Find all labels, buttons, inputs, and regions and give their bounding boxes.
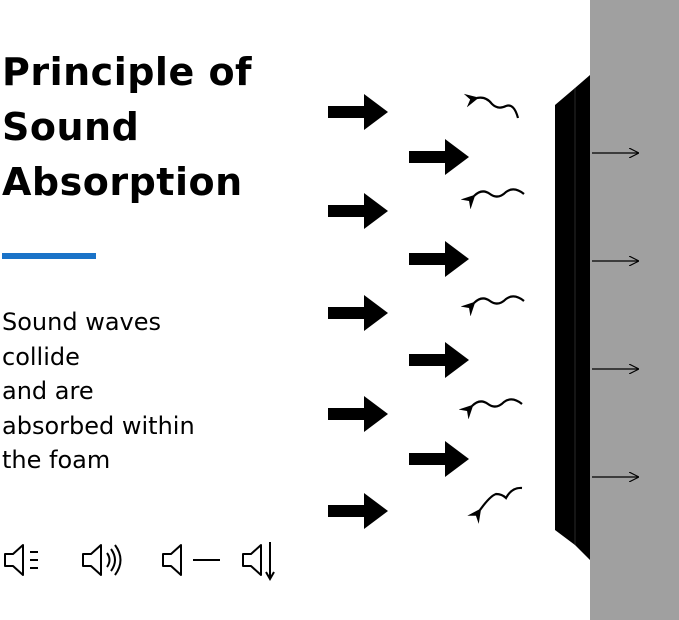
speaker-dash-icon: [162, 544, 220, 576]
reflected-wave-arrow: [460, 188, 525, 210]
speaker-down-icon: [242, 542, 275, 582]
description-line-2: collide: [2, 342, 80, 371]
description-line-3: and are: [2, 377, 94, 405]
incident-arrow: [328, 94, 388, 130]
title-line-2: Sound: [2, 105, 140, 149]
reflected-wave-arrow: [467, 486, 523, 524]
incident-arrow: [409, 441, 469, 477]
description-text: Sound waves collide and are absorbed wit…: [2, 305, 195, 478]
reflected-wave-arrow: [460, 295, 525, 317]
incident-arrow: [409, 139, 469, 175]
title-line-3: Absorption: [2, 160, 243, 204]
speaker-muted-icon: [4, 544, 38, 576]
description-line-1: Sound waves: [2, 308, 162, 336]
title-line-1: Principle of: [2, 50, 253, 94]
reflected-wave-arrow: [463, 93, 520, 119]
accent-divider: [2, 253, 96, 259]
incident-arrow: [328, 396, 388, 432]
incident-arrow: [328, 493, 388, 529]
foam-panel: [555, 75, 590, 560]
incident-arrow: [328, 193, 388, 229]
reflected-wave-arrow: [458, 398, 523, 420]
incident-arrow: [328, 295, 388, 331]
incident-arrow: [409, 241, 469, 277]
description-line-5: the foam: [2, 446, 111, 474]
diagram-title: Principle of Sound Absorption: [2, 45, 252, 210]
description-line-4: absorbed within: [2, 411, 195, 440]
incident-arrow: [409, 342, 469, 378]
speaker-loud-icon: [82, 544, 122, 576]
wall: [590, 0, 679, 620]
